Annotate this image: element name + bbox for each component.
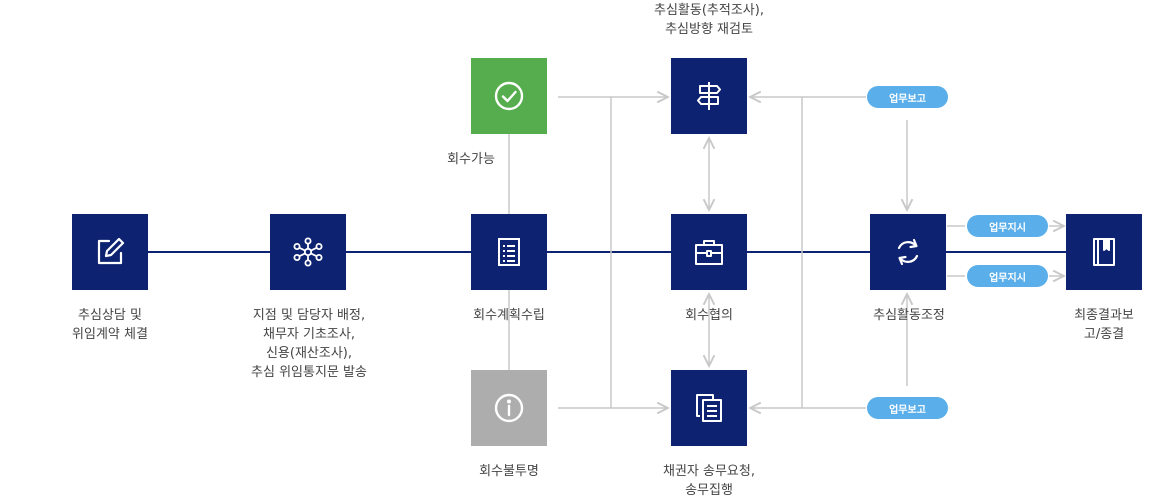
label-adjust: 추심활동조정 [873,308,945,323]
node-unclear [471,370,547,446]
label-unclear: 회수불투명 [479,464,539,479]
label-claim: 채권자 송무요청, 송무집행 [663,464,755,498]
node-final [1066,214,1142,290]
label-consult: 추심상담 및 위임계약 체결 [72,308,148,342]
briefcase-icon [695,240,723,265]
refresh-icon [897,238,919,266]
node-adjust [870,214,946,290]
label-negotiation: 회수협의 [685,308,733,323]
label-activity: 추심활동(추적조사), 추심방향 재검토 [654,3,764,37]
node-claim [671,370,747,446]
node-possible [471,58,547,134]
node-consult [72,214,148,290]
documents-icon [696,394,722,422]
signpost-icon [697,82,721,110]
label-assign: 지점 및 담당자 배정, 채무자 기초조사, 신용(재산조사), 추심 위임통지… [251,308,367,380]
edit-icon [97,237,125,265]
instruct-badge-bottom: 업무지시 [967,265,1048,287]
info-icon [494,393,524,423]
check-circle-icon [494,81,524,111]
report-badge-bottom: 업무보고 [867,397,948,419]
node-activity [671,58,747,134]
book-icon [1093,238,1115,266]
network-icon [293,237,323,267]
node-assign [270,214,346,290]
label-possible: 회수가능 [447,152,495,167]
checklist-icon [498,238,520,266]
node-negotiation [671,214,747,290]
node-plan [471,214,547,290]
instruct-badge-top: 업무지시 [967,215,1048,237]
report-badge-top: 업무보고 [867,86,948,108]
label-final: 최종결과보고/종결 [1074,308,1134,342]
label-plan: 회수계획수립 [473,308,545,323]
